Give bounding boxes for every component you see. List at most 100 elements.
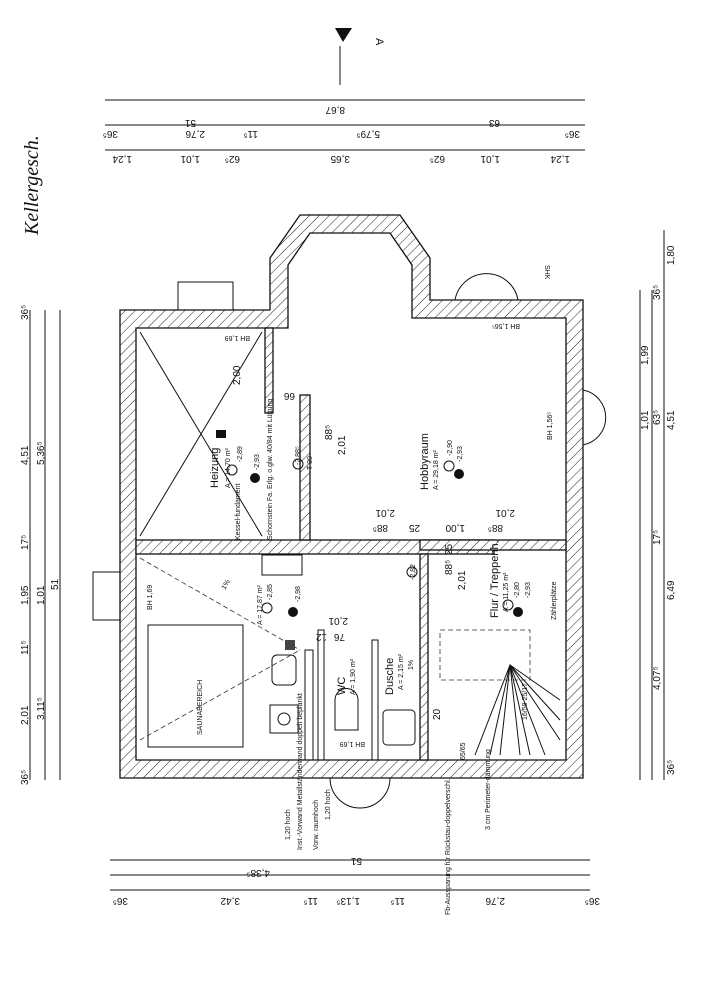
level-symbol-icon xyxy=(250,473,260,483)
door-swing xyxy=(454,273,519,301)
room-name-sauna: SAUNABEREICH xyxy=(197,680,204,735)
room-level: -2,93 xyxy=(457,446,464,462)
slope-label: 1% xyxy=(408,660,415,670)
dim-label: 36⁵ xyxy=(666,760,677,775)
annotation: -2,88⁵ xyxy=(295,446,302,465)
room-area: A = 2,15 m² xyxy=(398,653,405,690)
dim-label: 2,01 xyxy=(337,435,348,455)
dim-label: 36⁵ xyxy=(20,305,31,320)
level-symbol-icon xyxy=(502,599,514,611)
level-symbol-icon xyxy=(406,566,418,578)
annotation: BH 1,69 xyxy=(225,334,250,341)
annotation: Vorw. raumhoch xyxy=(313,800,320,850)
dim-label: 1,99 xyxy=(640,345,651,365)
dim-label: 2,01 xyxy=(457,570,468,590)
dim-top-total: 8,67 xyxy=(325,104,345,115)
washbasin-icon xyxy=(271,654,297,686)
dim-label: 5,79⁵ xyxy=(356,128,380,139)
slope-lines xyxy=(139,331,263,537)
right-dimensions: 36⁵ 4,07⁵ 6,49 17⁵ 1,01 63⁵ 4,51 1,99 36… xyxy=(639,230,677,780)
annotation: BH 1,69 xyxy=(147,585,154,610)
room-level: -2,85 xyxy=(267,584,274,600)
room-level: -2,93 xyxy=(525,582,532,598)
dim-label: 1,00 xyxy=(445,522,465,533)
level-symbol-icon xyxy=(443,460,455,472)
room-name-hobbyraum: Hobbyraum xyxy=(419,433,431,490)
annotation: T 30 xyxy=(307,456,314,470)
interior-dimensions: 2,00 66 88⁵ 2,01 2,01 88⁵ 1,00 25 88⁵ 2,… xyxy=(232,365,515,720)
toilet-icon xyxy=(334,688,359,731)
light-well xyxy=(92,571,121,621)
dim-label: 12 xyxy=(315,631,327,642)
annotation: 3 cm Perimeter-dämmung xyxy=(485,749,492,830)
dim-label: 2,00 xyxy=(232,365,243,385)
dim-label: 36⁵ xyxy=(113,895,128,906)
slope-lines xyxy=(139,557,301,741)
room-area: A = 14,70 m² xyxy=(225,447,232,488)
room-level: -2,89 xyxy=(237,446,244,462)
annotation: BH 1,56⁵ xyxy=(547,412,554,440)
dim-label: 1,95 xyxy=(20,585,31,605)
dim-label: 1,24 xyxy=(112,153,132,164)
dim-label: 4,07⁵ xyxy=(652,666,663,690)
window-swing xyxy=(329,777,391,809)
dim-label: 51 xyxy=(184,117,196,128)
dim-label: 63 xyxy=(488,117,500,128)
annotation: SHK xyxy=(543,265,550,280)
annotation: Inst.-Vorwand Metallständerwand doppelt … xyxy=(297,693,304,850)
dim-label: 1,01 xyxy=(640,410,651,430)
dim-label: 20 xyxy=(432,708,443,720)
staircase xyxy=(439,629,561,756)
dim-label: 1,01 xyxy=(180,153,200,164)
dim-label: 88⁵ xyxy=(488,522,503,533)
dim-label: 25 xyxy=(408,522,420,533)
dim-label: 1,80 xyxy=(666,245,677,265)
room-area: A = 1,90 m² xyxy=(350,658,357,695)
dim-label: 62⁵ xyxy=(430,153,445,164)
room-level: -2,98 xyxy=(295,586,302,602)
top-dimensions: 8,67 36⁵ 2,76 11⁵ 5,79⁵ 36⁵ 51 63 1,24 1… xyxy=(103,99,585,164)
room-area: A = 29,18 m² xyxy=(433,449,440,490)
dim-label: 2,76 xyxy=(485,895,505,906)
sink-icon xyxy=(269,704,299,734)
room-name-heizung: Heizung xyxy=(209,448,221,488)
bottom-dimensions: 36⁵ 3,42 11⁵ 1,13⁵ 11⁵ 2,76 36⁵ 4,38⁵ 51 xyxy=(110,855,600,906)
dim-label: 17⁵ xyxy=(20,535,31,550)
room-level: -2,93 xyxy=(254,454,261,470)
annotation: Kessel-fundament xyxy=(235,484,242,540)
room-level: -2,80 xyxy=(514,582,521,598)
dim-label: 36⁵ xyxy=(20,770,31,785)
chimney-outer xyxy=(177,281,234,311)
annotation: Schornstein Fa. Erlg. o.glw. 40/84 mit L… xyxy=(267,399,274,540)
room-name-dusche: Dusche xyxy=(384,658,396,695)
slope-label: 1% xyxy=(221,579,232,591)
level-symbol-icon xyxy=(454,469,464,479)
dim-label: 1,13⁵ xyxy=(336,895,360,906)
drawing-title: Kellergesch. xyxy=(21,135,43,236)
level-markers xyxy=(226,458,523,617)
section-label: A xyxy=(373,38,385,46)
dim-label: 63⁵ xyxy=(652,410,663,425)
dim-label: 5,36⁵ xyxy=(36,441,47,465)
dim-label: 66 xyxy=(283,390,295,401)
level-symbol-icon xyxy=(292,458,304,470)
dim-label: 2,76 xyxy=(185,128,205,139)
dim-label: 88⁵ xyxy=(324,425,335,440)
level-symbol-icon xyxy=(261,602,273,614)
dim-label: 11⁵ xyxy=(303,895,318,906)
dim-label: 2,01 xyxy=(375,507,395,518)
room-labels: Heizung A = 14,70 m² -2,89 -2,93 Hobbyra… xyxy=(197,433,532,735)
room-name-wc: WC xyxy=(336,677,348,695)
level-symbol-icon xyxy=(226,464,238,476)
dim-label: 11⁵ xyxy=(243,128,258,139)
dim-label: 76 xyxy=(333,631,345,642)
dim-label: 17⁵ xyxy=(652,530,663,545)
room-area: A = 17,87 m² xyxy=(257,584,264,625)
floor-drain-icon xyxy=(216,430,226,438)
dim-label: 36⁵ xyxy=(652,285,663,300)
annotation: 1,20 hoch xyxy=(325,789,332,820)
dim-label: 11⁵ xyxy=(20,640,31,655)
dim-label: 6,49 xyxy=(666,580,677,600)
interior-walls xyxy=(135,327,567,761)
